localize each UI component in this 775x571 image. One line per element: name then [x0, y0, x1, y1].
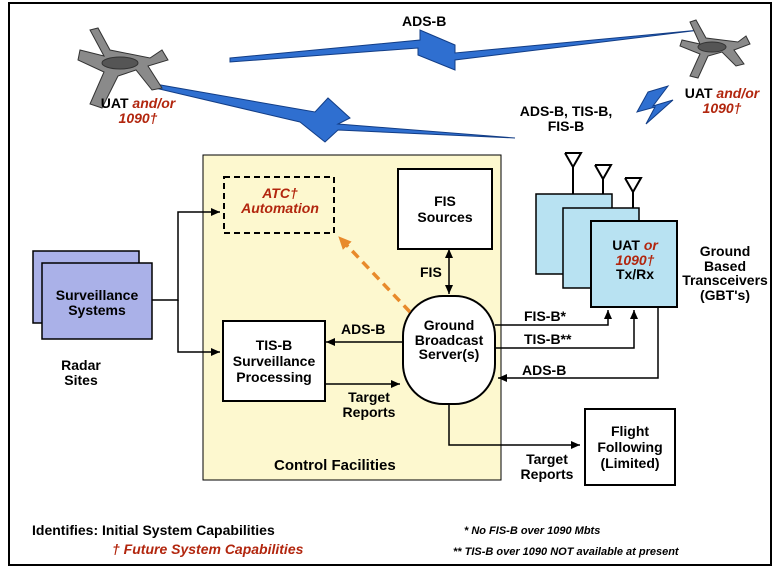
gbs-line1: Ground [423, 317, 475, 333]
tisb-processing-line1: TIS-B [255, 336, 293, 353]
atc-automation-line1: ATC† [262, 185, 298, 201]
tisb-link-label: TIS-B** [524, 331, 572, 347]
aircraft-left-uat: UAT [100, 95, 129, 111]
aircraft-right-freq: 1090† [702, 99, 742, 116]
surveillance-systems-label: Surveillance Systems [42, 288, 152, 317]
uat-txrx-freq: 1090† [615, 251, 655, 268]
air-to-ground-link-right [635, 85, 674, 125]
gbt-line1: Ground [699, 243, 751, 259]
aircraft-left-freq: 1090† [118, 109, 158, 126]
aircraft-left-label: UAT and/or 1090† [93, 96, 183, 125]
gbt-line4: (GBT's) [700, 287, 750, 304]
adsb-air-to-air-link [229, 29, 701, 71]
gbt-services-label: ADS-B, TIS-B, FIS-B [510, 104, 622, 133]
flight-following-line3: (Limited) [600, 455, 660, 472]
uat-txrx-or: or [643, 237, 658, 253]
legend-initial: Identifies: Initial System Capabilities [32, 522, 275, 538]
aircraft-right-icon [679, 19, 751, 79]
aircraft-left-icon [77, 27, 169, 109]
gbt-label: Ground Based Transceivers (GBT's) [676, 244, 774, 303]
gbs-to-atc-dashed-arrow [337, 235, 412, 314]
target-reports-2-line2: Reports [520, 465, 574, 482]
footnote-2: ** TIS-B over 1090 NOT available at pres… [453, 546, 679, 558]
gbs-line3: Server(s) [418, 346, 480, 363]
fis-sources-line2: Sources [417, 209, 473, 225]
adsb-from-gbt-label: ADS-B [522, 362, 567, 378]
radar-sites-label: Radar Sites [56, 358, 106, 387]
radar-sites-line1: Radar [61, 357, 101, 373]
aircraft-left-andor: and/or [132, 95, 176, 111]
target-reports-1-line1: Target [348, 389, 390, 405]
target-reports-1-line2: Reports [342, 403, 396, 420]
tisb-processing-box: TIS-B Surveillance Processing [222, 320, 326, 402]
atc-automation-box [223, 176, 335, 234]
flight-following-box: Flight Following (Limited) [584, 408, 676, 486]
atc-automation-label: ATC† Automation [226, 186, 334, 215]
gbs-line2: Broadcast [414, 331, 484, 348]
adsb-air-to-air-label: ADS-B [402, 13, 447, 29]
aircraft-right-andor: and/or [716, 85, 760, 101]
ground-broadcast-server-label: Ground Broadcast Server(s) [403, 318, 495, 362]
aircraft-right-uat: UAT [684, 85, 713, 101]
surveillance-line1: Surveillance [55, 287, 139, 303]
uat-txrx-txrx: Tx/Rx [615, 266, 655, 283]
fis-sources-line1: FIS [434, 192, 456, 209]
flight-following-line1: Flight [610, 422, 650, 439]
fisb-link-label: FIS-B* [524, 308, 566, 324]
tisb-processing-line3: Processing [236, 369, 312, 386]
aircraft-right-label: UAT and/or 1090† [676, 86, 768, 115]
gbt-line3: Transceivers [682, 272, 768, 289]
tisb-processing-line2: Surveillance [232, 352, 316, 369]
legend-future: † Future System Capabilities [112, 541, 304, 557]
target-reports-label-1: Target Reports [334, 390, 404, 419]
air-to-ground-link-left [154, 83, 516, 143]
fis-sources-box: FIS Sources [397, 168, 493, 250]
target-reports-2-line1: Target [526, 451, 568, 467]
gbt-services-line2: FIS-B [547, 117, 585, 134]
gbt-line2: Based [703, 257, 747, 274]
fis-link-label: FIS [420, 264, 442, 280]
uat-txrx-label: UAT or 1090† Tx/Rx [593, 238, 677, 282]
radar-sites-line2: Sites [64, 371, 98, 388]
gbt-services-line1: ADS-B, TIS-B, [519, 103, 613, 119]
surveillance-line2: Systems [68, 301, 126, 318]
control-facilities-label: Control Facilities [274, 457, 396, 474]
flight-following-line2: Following [597, 438, 663, 455]
target-reports-label-2: Target Reports [512, 452, 582, 481]
adsb-to-tisb-label: ADS-B [341, 321, 386, 337]
atc-automation-line2: Automation [241, 199, 319, 216]
uat-txrx-uat: UAT [612, 237, 640, 253]
footnote-1: * No FIS-B over 1090 Mbts [464, 525, 601, 537]
